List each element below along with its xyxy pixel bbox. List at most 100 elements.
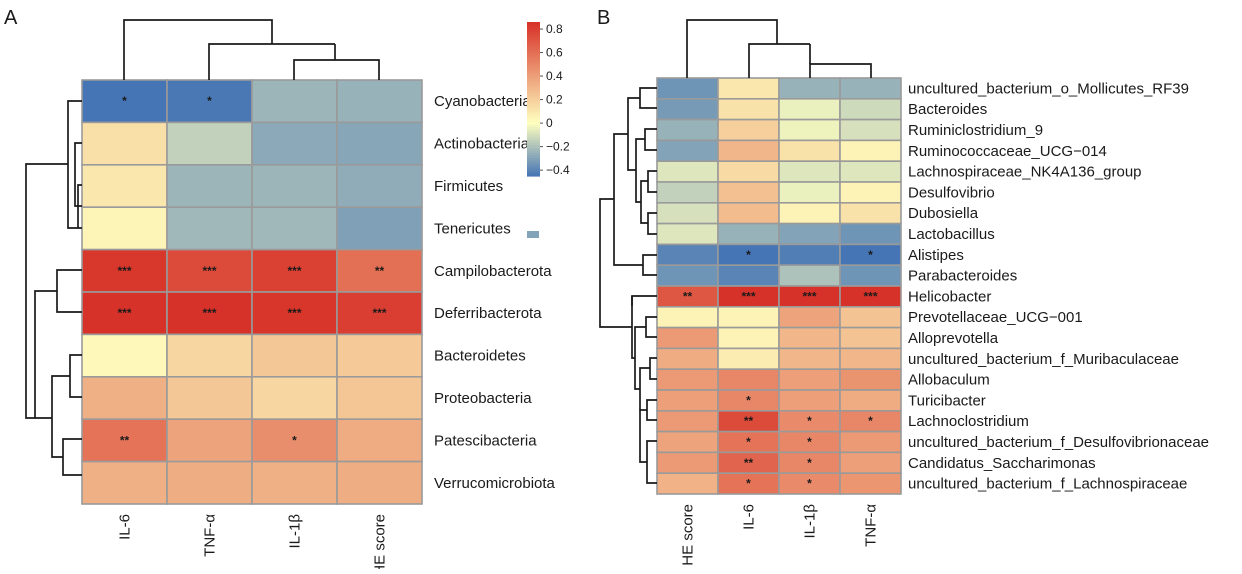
colorbar-segment (527, 106, 540, 110)
panel-b-significance-mark: ** (683, 289, 693, 303)
panel-b-significance-mark: * (868, 248, 873, 262)
colorbar-tick-label: −0.2 (546, 140, 570, 154)
colorbar-segment (527, 165, 540, 169)
colorbar-segment (527, 104, 540, 108)
panel-a-row-label: Proteobacteria (434, 390, 532, 407)
panel-b-cell (656, 347, 719, 370)
panel-b-row-label: Alistipes (908, 247, 964, 264)
colorbar-tick-label: 0.4 (546, 69, 563, 83)
colorbar-segment (527, 142, 540, 146)
panel-b-cell (778, 98, 841, 121)
colorbar-segment (527, 132, 540, 136)
panel-b-column-label: IL-1β (802, 504, 819, 539)
panel-a-row-dendrogram (77, 184, 82, 228)
colorbar-segment (527, 65, 540, 69)
colorbar-segment (527, 119, 540, 123)
panel-b-cell (778, 305, 841, 329)
colorbar-segment (527, 57, 540, 62)
panel-b-row-label: Allobaculum (908, 372, 990, 389)
panel-a-row-dendrogram (56, 269, 82, 313)
panel-b-row-label: Lactobacillus (908, 226, 995, 243)
panel-a-row-label: Bacteroidetes (434, 348, 526, 365)
panel-b-significance-mark: * (807, 477, 812, 491)
panel-b-cell (656, 472, 719, 495)
panel-b-significance-mark: ** (744, 414, 754, 428)
panel-b-cell (839, 264, 902, 287)
colorbar-segment (527, 78, 540, 82)
colorbar-tick-label: 0.8 (546, 22, 563, 36)
colorbar-segment (527, 122, 540, 126)
panel-b-cell (717, 118, 780, 142)
colorbar-segment (527, 91, 540, 95)
panel-b-cell (778, 160, 841, 183)
panel-a-cell (166, 121, 253, 166)
panel-a-significance-mark: *** (202, 306, 216, 320)
panel-b-row-label: uncultured_bacterium_f_Muribaculaceae (908, 351, 1179, 368)
colorbar-segment (527, 34, 540, 38)
panel-b-row-label: Lachnospiraceae_NK4A136_group (908, 164, 1142, 181)
panel-a-row-dendrogram (62, 438, 82, 476)
panel-b-cell (839, 202, 902, 225)
colorbar-segment (527, 168, 540, 172)
panel-b-column-dendrogram (686, 19, 778, 78)
panel-b-significance-mark: * (746, 393, 751, 407)
panel-b-row-label: Helicobacter (908, 288, 991, 305)
panel-b-significance-mark: *** (863, 289, 877, 303)
colorbar-segment (527, 114, 540, 118)
panel-b-row-label: Parabacteroides (908, 268, 1017, 285)
panel-b-cell (839, 389, 902, 412)
panel-b-cell (717, 326, 780, 350)
colorbar-segment (527, 99, 540, 103)
panel-b-row-dendrogram (646, 440, 657, 484)
panel-b-significance-mark: ** (744, 456, 754, 470)
panel-a-row-label: Firmicutes (434, 178, 503, 195)
panel-b-row-dendrogram (646, 399, 657, 421)
panel-b-cell (778, 326, 841, 350)
colorbar-segment (527, 68, 540, 72)
panel-b-cell (656, 430, 719, 454)
panel-a-cell (166, 206, 253, 251)
panel-b-row-label: Alloprevotella (908, 330, 999, 347)
panel-a-row-dendrogram (69, 354, 82, 398)
panel-b-cell (717, 181, 780, 204)
colorbar-segment (527, 134, 540, 139)
colorbar-segment (527, 111, 540, 115)
panel-a-cell (336, 248, 423, 293)
panel-a-significance-mark: *** (117, 306, 131, 320)
colorbar-segment (527, 32, 540, 36)
panel-b-significance-mark: *** (741, 289, 755, 303)
colorbar-tick-label: 0 (546, 116, 553, 130)
colorbar-segment (527, 163, 540, 167)
panel-a-cell (251, 375, 338, 420)
panel-a-row-label: Deferribacterota (434, 305, 542, 322)
panel-a-significance-mark: * (207, 94, 212, 108)
panel-a-cell (251, 206, 338, 251)
colorbar-segment (527, 137, 540, 141)
panel-b-significance-mark: * (807, 456, 812, 470)
panel-b-significance-mark: * (807, 435, 812, 449)
panel-a-cell (336, 375, 423, 420)
panel-b-cell (839, 347, 902, 370)
panel-b-cell (839, 98, 902, 121)
panel-b-cell (778, 264, 841, 287)
panel-b-cell (717, 347, 780, 370)
colorbar-segment (527, 124, 540, 128)
panel-b-significance-mark: *** (802, 289, 816, 303)
panel-b-row-label: Prevotellaceae_UCG−001 (908, 309, 1083, 326)
panel-b-cell (656, 98, 719, 121)
colorbar-segment (527, 86, 540, 90)
panel-b-row-label: uncultured_bacterium_f_Desulfovibrionace… (908, 434, 1209, 451)
panel-a-cell (166, 291, 253, 336)
panel-a-cell (251, 333, 338, 378)
panel-a-cell (166, 333, 253, 378)
colorbar-segment (527, 129, 540, 133)
panel-b-row-dendrogram (640, 180, 648, 224)
panel-a-cell (251, 79, 338, 124)
panel-a-cell (81, 333, 168, 378)
panel-a-column-label: IL-1β (287, 514, 304, 549)
colorbar-segment (527, 83, 540, 87)
colorbar-segment (527, 22, 540, 26)
panel-b-row-dendrogram (599, 198, 632, 328)
panel-a-significance-mark: * (122, 94, 127, 108)
colorbar-segment (527, 116, 540, 121)
